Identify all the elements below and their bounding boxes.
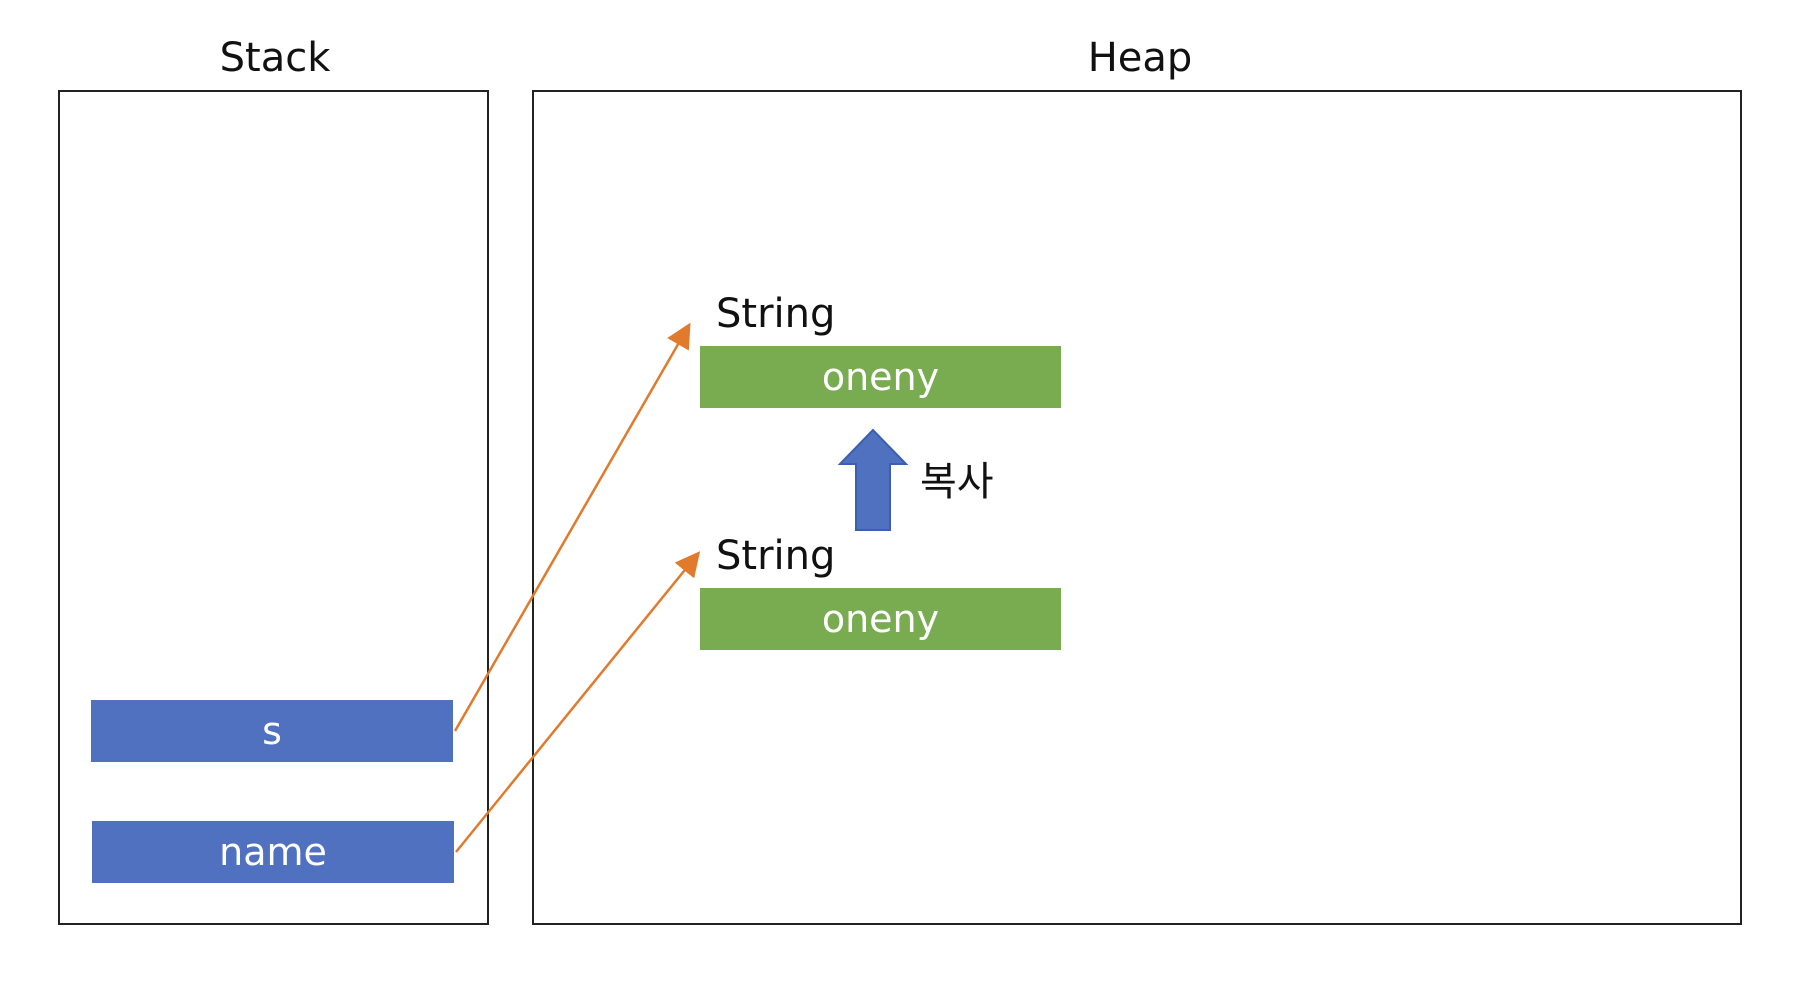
- heap-panel: [532, 90, 1742, 925]
- stack-panel: [58, 90, 489, 925]
- string-type-label-bottom: String: [716, 533, 836, 579]
- string-object-copy: oneny: [700, 346, 1061, 408]
- pointer-arrow-s: [453, 322, 691, 732]
- string-type-label-top: String: [716, 291, 836, 337]
- pointer-arrow-name: [455, 551, 701, 853]
- stack-variable-s: s: [91, 700, 453, 762]
- string-object-original: oneny: [700, 588, 1061, 650]
- copy-label: 복사: [920, 459, 994, 505]
- heap-title: Heap: [1087, 35, 1193, 81]
- stack-title: Stack: [219, 35, 331, 81]
- copy-arrow-icon: [837, 428, 909, 531]
- stack-variable-name: name: [92, 821, 454, 883]
